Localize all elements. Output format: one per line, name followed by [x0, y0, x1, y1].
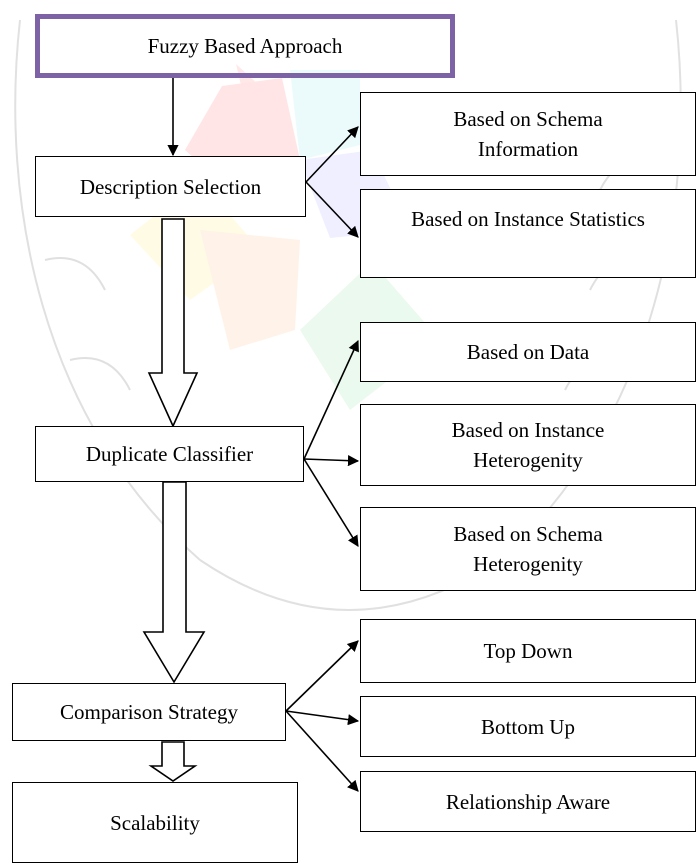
stage-comparison-strategy: Comparison Strategy: [12, 683, 286, 741]
branch-schema-heterogenity-label: Based on Schema Heterogenity: [453, 522, 603, 576]
branch-schema-heterogenity: Based on Schema Heterogenity: [360, 507, 696, 591]
stage-scalability-label: Scalability: [110, 810, 200, 835]
diagram-title-text: Fuzzy Based Approach: [147, 34, 343, 58]
branch-bottom-up: Bottom Up: [360, 696, 696, 757]
stage-duplicate-classifier: Duplicate Classifier: [35, 426, 304, 482]
branch-relationship-aware: Relationship Aware: [360, 771, 696, 832]
branch-relationship-aware-label: Relationship Aware: [445, 789, 611, 814]
diagram-title: Fuzzy Based Approach: [35, 14, 455, 78]
branch-schema-information: Based on Schema Information: [360, 92, 696, 176]
branch-instance-statistics-label: Based on Instance Statistics: [411, 207, 645, 231]
branch-top-down-label: Top Down: [483, 639, 573, 663]
branch-bottom-up-label: Bottom Up: [481, 714, 575, 739]
branch-schema-information-label: Based on Schema Information: [453, 107, 603, 161]
stage-description-selection: Description Selection: [35, 156, 306, 217]
branch-based-on-data-label: Based on Data: [466, 340, 590, 364]
stage-scalability: Scalability: [12, 782, 298, 863]
branch-instance-statistics: Based on Instance Statistics: [360, 189, 696, 278]
stage-description-selection-label: Description Selection: [79, 174, 262, 199]
branch-top-down: Top Down: [360, 619, 696, 683]
stage-duplicate-classifier-label: Duplicate Classifier: [85, 442, 254, 466]
stage-comparison-strategy-label: Comparison Strategy: [60, 700, 238, 724]
branch-instance-heterogenity-label: Based on Instance Heterogenity: [451, 418, 605, 472]
branch-instance-heterogenity: Based on Instance Heterogenity: [360, 404, 696, 486]
branch-based-on-data: Based on Data: [360, 322, 696, 382]
